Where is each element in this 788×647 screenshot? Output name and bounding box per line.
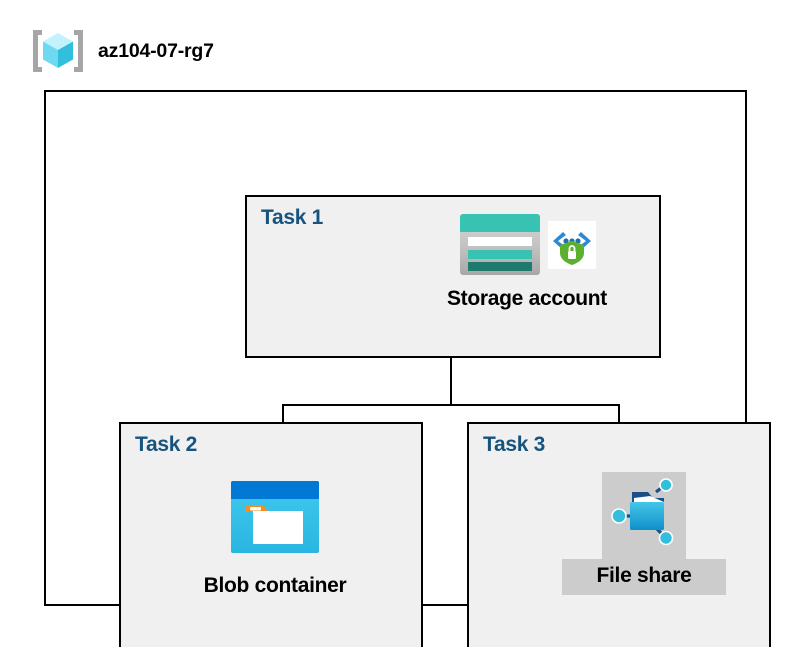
resource-group-header: az104-07-rg7 — [30, 27, 214, 75]
task-1-box[interactable]: Task 1 — [245, 195, 661, 358]
resource-group-title: az104-07-rg7 — [98, 39, 214, 62]
blob-container-node[interactable]: Blob container — [165, 479, 385, 598]
resource-group-icon — [30, 27, 86, 75]
storage-account-icon-group — [458, 211, 596, 283]
blob-container-icon — [229, 479, 321, 560]
connector-bus — [282, 404, 620, 406]
storage-account-node[interactable]: Storage account — [392, 211, 662, 311]
task-3-label: Task 3 — [483, 433, 546, 456]
resource-group-container: Task 1 — [44, 90, 771, 647]
task-2-box[interactable]: Task 2 — [119, 422, 423, 647]
task-3-box[interactable]: Task 3 — [467, 422, 771, 647]
connector-trunk — [450, 358, 452, 406]
file-share-node[interactable]: File share — [549, 472, 739, 595]
task-2-label: Task 2 — [135, 433, 198, 456]
task-1-label: Task 1 — [261, 206, 324, 229]
file-share-icon — [608, 476, 680, 553]
storage-account-icon — [458, 212, 542, 282]
file-share-caption: File share — [562, 559, 726, 595]
private-endpoint-icon — [548, 220, 596, 274]
storage-account-caption: Storage account — [446, 287, 608, 310]
file-share-icon-highlight — [602, 472, 686, 559]
blob-container-caption: Blob container — [203, 574, 347, 597]
